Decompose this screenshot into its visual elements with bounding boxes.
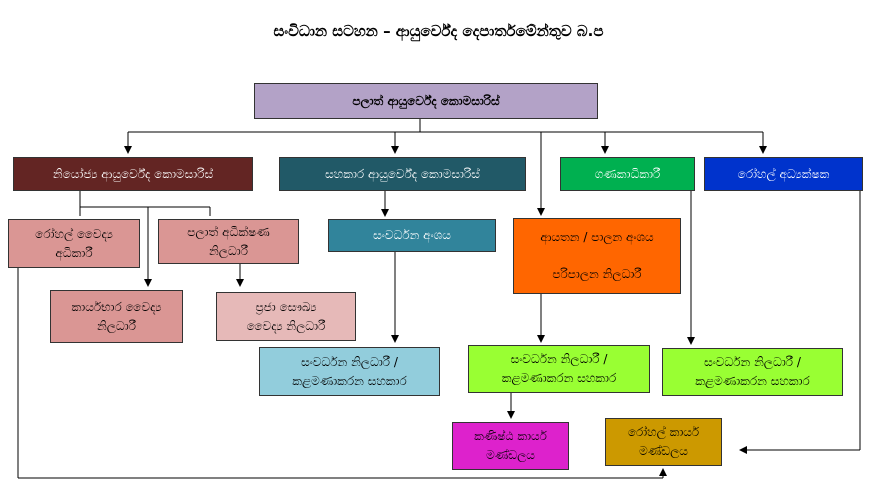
hospital-director-box: රෝහල් අධ්‍යක්ෂක bbox=[704, 157, 863, 191]
deputy-commissioner-box: නියෝජ්‍ය ආයුර්වේද කොමසාරිස් bbox=[13, 157, 253, 191]
page-title: සංවිධාන සටහන – ආයුර්වේද දෙපාර්තමේන්තුව බ… bbox=[273, 22, 604, 40]
head-commissioner-box: පලාත් ආයුර්වේද කොමසාරිස් bbox=[254, 83, 598, 119]
establishment-admin-box: ආයතන / පාලන අංශය පරිපාලන නිලධාරී bbox=[513, 218, 681, 294]
hospital-medical-officer-box: රෝහල් වෛද්‍ය අධිකාරී bbox=[8, 219, 140, 268]
junior-staff-box: කණිෂ්ඨ කාර්ය මණ්ඩලය bbox=[452, 422, 569, 470]
development-unit-box: සංවර්ධන අංශය bbox=[328, 219, 496, 252]
provincial-supervising-officer-box: පලාත් අධීක්ෂණ නිලධාරී bbox=[158, 219, 299, 264]
assistant-commissioner-box: සහකාර ආයුර්වේද කොමසාරිස් bbox=[279, 157, 526, 191]
development-officer-box-3: සංවර්ධන නිලධාරී / කළමණාකරන සහකාර bbox=[662, 348, 843, 396]
hospital-staff-box: රෝහල් කාර්ය මණ්ඩලය bbox=[605, 418, 722, 466]
development-officer-box-2: සංවර්ධන නිලධාරී / කළමණාකරන සහකාර bbox=[468, 345, 650, 393]
community-health-officer-box: ප්‍රජා සෞඛ්‍ය වෛද්‍ය නිලධාරී bbox=[216, 292, 356, 341]
development-officer-box-1: සංවර්ධන නිලධාරී / කළමණාකරන සහකාර bbox=[259, 347, 440, 396]
accountant-box: ගණකාධිකාරී bbox=[560, 157, 695, 191]
operational-medical-officer-box: කාර්යභාර වෛද්‍ය නිලධාරී bbox=[50, 290, 183, 343]
